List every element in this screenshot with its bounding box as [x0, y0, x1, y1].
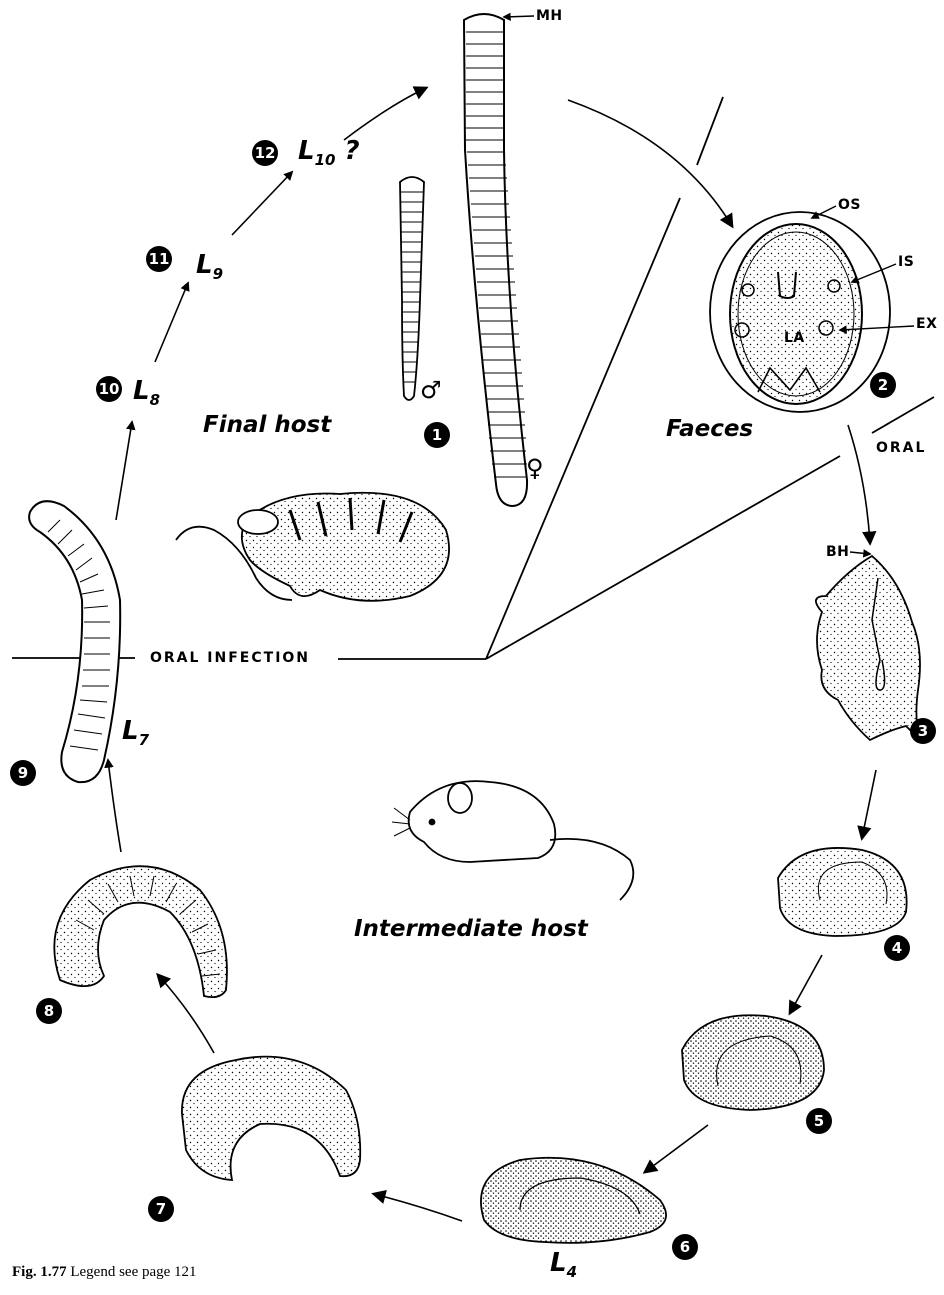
mouse-icon — [392, 781, 633, 900]
stage-number-7: 7 — [148, 1196, 174, 1222]
female-worm-icon — [464, 14, 527, 506]
first-larva-icon — [816, 556, 920, 740]
figure-caption: Fig. 1.77 Legend see page 121 — [12, 1264, 197, 1281]
egg-icon — [710, 212, 890, 412]
bh-label: BH — [826, 544, 849, 560]
is-label: IS — [898, 254, 914, 270]
stage-number-4: 4 — [884, 935, 910, 961]
snake-icon — [176, 493, 449, 601]
stage-number-5: 5 — [806, 1108, 832, 1134]
os-label: OS — [838, 197, 861, 213]
male-worm-icon — [400, 177, 424, 400]
l7-larva-icon — [29, 501, 120, 782]
stage-number-11: 11 — [146, 246, 172, 272]
larva-7-icon — [182, 1057, 360, 1180]
female-symbol: ♀ — [526, 456, 544, 480]
stage-number-3: 3 — [910, 718, 936, 744]
la-label: LA — [784, 330, 805, 346]
faeces-label: Faeces — [666, 416, 753, 442]
stage-number-12: 12 — [252, 140, 278, 166]
oral-infection-label: ORAL INFECTION — [150, 650, 310, 666]
stage-l7-label: L7 — [122, 716, 149, 749]
stage-number-6: 6 — [672, 1234, 698, 1260]
mh-label: MH — [536, 8, 563, 24]
larva-8-icon — [54, 866, 227, 997]
stage-number-9: 9 — [10, 760, 36, 786]
stage-l8-label: L8 — [133, 376, 160, 409]
figure-caption-text: Legend see page 121 — [70, 1264, 196, 1280]
ex-label: EX — [916, 316, 937, 332]
oral-label: ORAL — [876, 440, 926, 456]
developing-larva-5-icon — [682, 1015, 824, 1110]
figure-label: Fig. 1.77 — [12, 1264, 67, 1280]
stage-number-1: 1 — [424, 422, 450, 448]
male-symbol: ♂ — [420, 378, 442, 402]
developing-larva-4-icon — [778, 848, 907, 936]
stage-l4-label: L4 — [550, 1248, 577, 1281]
intermediate-host-label: Intermediate host — [354, 916, 588, 942]
l4-larva-icon — [481, 1158, 666, 1243]
stage-l10-label: L10 ? — [298, 136, 360, 169]
stage-number-10: 10 — [96, 376, 122, 402]
stage-l9-label: L9 — [196, 250, 223, 283]
final-host-label: Final host — [203, 412, 331, 438]
stage-number-2: 2 — [870, 372, 896, 398]
stage-number-8: 8 — [36, 998, 62, 1024]
